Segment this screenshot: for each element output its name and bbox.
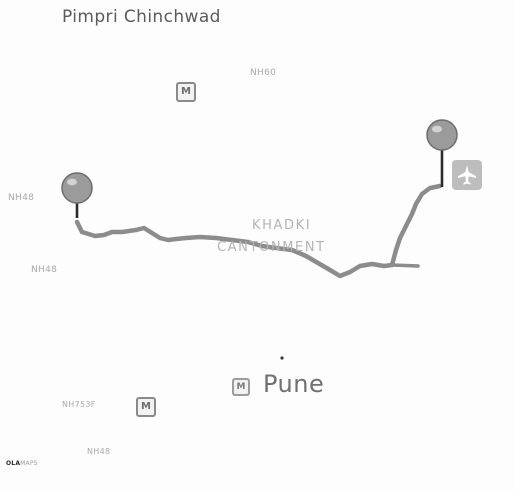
metro-station-icon[interactable]: M <box>136 397 156 417</box>
end-pin-icon[interactable] <box>422 115 462 195</box>
metro-station-icon[interactable]: M <box>232 378 250 396</box>
airplane-icon[interactable] <box>452 160 482 190</box>
route-line <box>74 183 443 279</box>
area-label-khadki: KHADKI <box>252 218 312 233</box>
map-pin-icon <box>61 172 93 218</box>
logo-suffix: MAPS <box>20 460 38 467</box>
map-dot <box>280 356 284 360</box>
city-label-pune: Pune <box>263 370 325 398</box>
city-label-pimpri-chinchwad: Pimpri Chinchwad <box>62 7 221 27</box>
road-label-nh48-a: NH48 <box>8 193 35 203</box>
map-pin-icon <box>426 119 458 187</box>
area-label-cantonment: CANTONMENT <box>217 240 326 255</box>
road-label-nh48-c: NH48 <box>87 447 111 456</box>
road-label-nh60: NH60 <box>250 68 277 78</box>
road-label-nh753f: NH753F <box>62 400 96 409</box>
route-branch <box>390 263 420 268</box>
ola-maps-logo: OLAMAPS <box>6 460 38 467</box>
logo-brand: OLA <box>6 460 21 467</box>
road-label-nh48-b: NH48 <box>31 265 58 275</box>
airplane-glyph <box>458 165 476 185</box>
start-pin-icon[interactable] <box>57 168 97 248</box>
metro-station-icon[interactable]: M <box>176 82 196 102</box>
